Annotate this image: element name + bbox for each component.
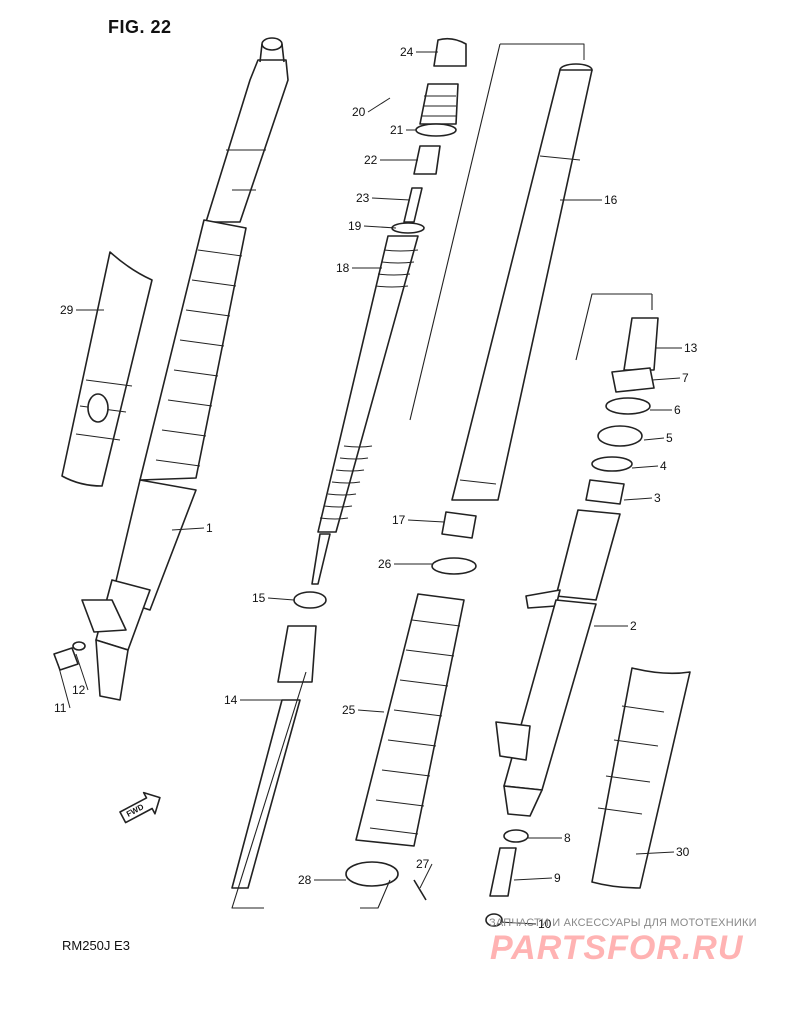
callout-16: 16 — [604, 193, 618, 207]
leader-line-12 — [75, 653, 89, 691]
callout-4: 4 — [660, 459, 667, 473]
callout-27: 27 — [416, 857, 430, 871]
leader-line-3 — [623, 497, 653, 501]
model-code: RM250J E3 — [62, 938, 130, 953]
leader-line-7 — [651, 377, 681, 381]
callout-28: 28 — [298, 873, 312, 887]
leader-line-20 — [367, 97, 391, 113]
callout-10: 10 — [538, 917, 552, 931]
callout-23: 23 — [356, 191, 370, 205]
leader-line-19 — [363, 225, 397, 229]
fork-tube-right-upper — [441, 63, 593, 539]
fork-inner-tube-left — [205, 37, 289, 223]
fwd-arrow-icon — [119, 791, 161, 824]
fork-outer-boot-left — [81, 219, 247, 701]
callout-30: 30 — [676, 845, 690, 859]
seal-bushing-stack — [585, 317, 659, 505]
callout-labels: 24 20 21 22 23 19 18 16 29 13 7 65 4 3 1 17 26 2 15 12 11 14 2… — [54, 45, 698, 931]
callout-8: 8 — [564, 831, 571, 845]
callout-14: 14 — [224, 693, 238, 707]
leader-line-4 — [631, 465, 659, 469]
callout-25: 25 — [342, 703, 356, 717]
callout-9: 9 — [554, 871, 561, 885]
leader-line-25 — [357, 709, 385, 713]
leader-line-23 — [371, 197, 411, 201]
leader-line-5 — [643, 437, 665, 441]
callout-18: 18 — [336, 261, 350, 275]
callout-12: 12 — [72, 683, 86, 697]
callout-7: 7 — [682, 371, 689, 385]
callout-leaders — [57, 51, 682, 925]
callout-24: 24 — [400, 45, 414, 59]
leader-line-11 — [57, 663, 71, 709]
callout-17: 17 — [392, 513, 406, 527]
drain-parts — [485, 829, 529, 927]
leader-line-17 — [407, 519, 445, 523]
callout-13: 13 — [684, 341, 698, 355]
callout-1: 1 — [206, 521, 213, 535]
callout-3: 3 — [654, 491, 661, 505]
callout-15: 15 — [252, 591, 266, 605]
callout-21: 21 — [390, 123, 404, 137]
watermark-brand: PARTSFOR.RU — [490, 929, 744, 967]
fork-outer-tube-right — [495, 509, 621, 817]
callout-11: 11 — [54, 701, 67, 715]
callout-6: 6 — [674, 403, 681, 417]
figure-title: FIG. 22 — [108, 17, 172, 37]
callout-19: 19 — [348, 219, 362, 233]
callout-2: 2 — [630, 619, 637, 633]
callout-22: 22 — [364, 153, 378, 167]
leader-line-9 — [513, 877, 553, 881]
callout-20: 20 — [352, 105, 366, 119]
leader-line-1 — [171, 527, 205, 531]
leader-line-30 — [635, 851, 675, 855]
callout-26: 26 — [378, 557, 392, 571]
callout-29: 29 — [60, 303, 74, 317]
callout-5: 5 — [666, 431, 673, 445]
dust-boot — [345, 557, 477, 901]
leader-line-15 — [267, 597, 295, 601]
fork-guard-left — [61, 251, 153, 487]
leader-line-27 — [419, 863, 433, 889]
fork-guard-right — [591, 667, 691, 889]
leader-line-10 — [499, 921, 537, 925]
watermark-tagline: ЗАПЧАСТИ И АКСЕССУАРЫ ДЛЯ МОТОТЕХНИКИ — [489, 917, 757, 929]
